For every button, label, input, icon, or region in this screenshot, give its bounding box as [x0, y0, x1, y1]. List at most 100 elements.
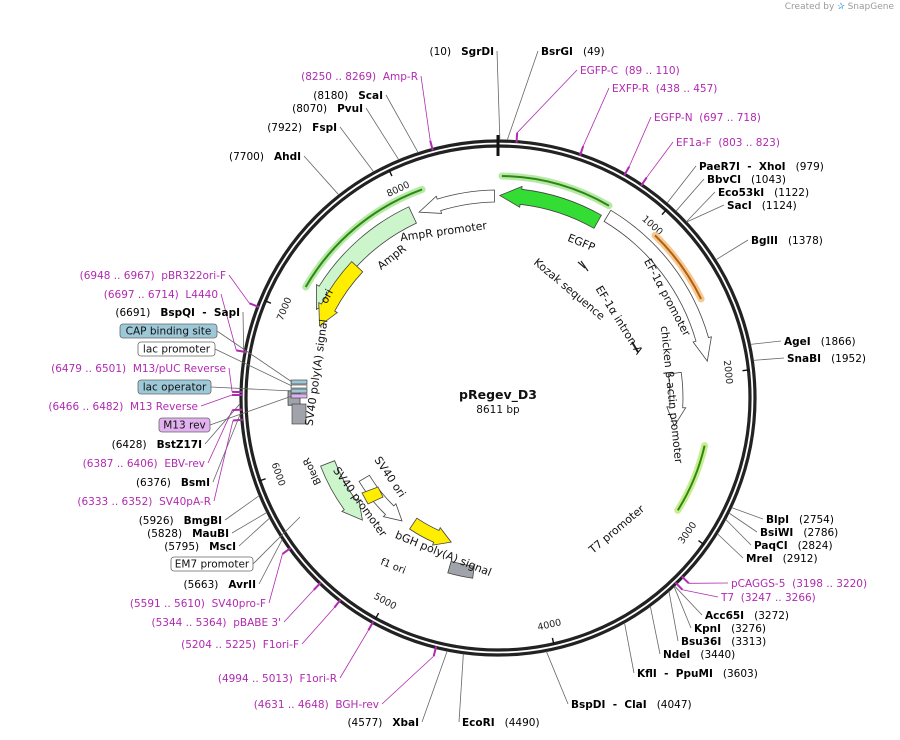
site-xbai[interactable]: (4577) XbaI — [347, 717, 419, 729]
site-paqci[interactable]: PaqCI (2824) — [754, 540, 833, 552]
site-kfli-ppumi[interactable]: KflI - PpuMI (3603) — [637, 668, 758, 680]
site-position: (1043) — [751, 174, 786, 186]
site-fspi[interactable]: (7922) FspI — [267, 122, 337, 134]
primer-name: L4440 — [185, 289, 218, 301]
primer-leader-pbr322ori-f — [228, 274, 250, 304]
primer-pbabe-3[interactable]: (5344 .. 5364) pBABE 3' — [152, 617, 281, 629]
primer-sv40pa-r[interactable]: (6333 .. 6352) SV40pA-R — [77, 496, 211, 508]
site-scai[interactable]: (8180) ScaI — [313, 90, 383, 102]
site-leader-maubi — [231, 512, 268, 534]
site-position: (2912) — [783, 553, 818, 565]
site-mrei[interactable]: MreI (2912) — [746, 553, 818, 565]
site-leader-xbai — [421, 650, 448, 723]
primer-exfp-r[interactable]: EXFP-R (438 .. 457) — [612, 83, 717, 95]
site-position: (6691) — [115, 307, 150, 319]
f1-ori-arrow — [409, 517, 452, 546]
brand-app-name: SnapGene — [847, 2, 894, 12]
primer-f1ori-r[interactable]: (4994 .. 5013) F1ori-R — [218, 673, 337, 685]
site-position: (3313) — [731, 636, 766, 648]
primer-sv40pro-f[interactable]: (5591 .. 5610) SV40pro-F — [130, 598, 266, 610]
primer-ef1a-f[interactable]: EF1a-F (803 .. 823) — [676, 137, 780, 149]
primer-name: EGFP-N — [654, 112, 693, 124]
site-leader-kpni — [673, 586, 692, 629]
primer-name: M13/pUC Reverse — [133, 363, 226, 375]
lac-operator-marker — [290, 388, 308, 394]
site-msci[interactable]: (5795) MscI — [164, 541, 236, 553]
site-ahdi[interactable]: (7700) AhdI — [229, 151, 301, 163]
primer-m13-puc-reverse[interactable]: (6479 .. 6501) M13/pUC Reverse — [51, 363, 226, 375]
site-name: ScaI — [358, 90, 383, 102]
box-lac-operator[interactable] — [137, 379, 212, 395]
tick-label-6000: 6000 — [269, 461, 287, 487]
feature-label-ori: ori — [318, 287, 336, 306]
site-leader-agei — [750, 340, 782, 345]
site-avrii[interactable]: (5663) AvrII — [183, 579, 256, 591]
tick-label-2000: 2000 — [721, 360, 735, 385]
primer-bgh-rev[interactable]: (4631 .. 4648) BGH-rev — [254, 699, 379, 711]
primer-amp-r[interactable]: (8250 .. 8269) Amp-R — [301, 71, 418, 83]
box-lac-promoter[interactable] — [137, 341, 216, 357]
primer-pbr322ori-f[interactable]: (6948 .. 6967) pBR322ori-F — [80, 270, 226, 282]
box-m13-rev[interactable] — [158, 417, 211, 433]
site-bsmi[interactable]: (6376) BsmI — [136, 477, 210, 489]
primer-mark-pbr322ori-f — [249, 302, 260, 308]
site-bstz17i[interactable]: (6428) BstZ17I — [112, 439, 202, 451]
primer-ebv-rev[interactable]: (6387 .. 6406) EBV-rev — [83, 458, 205, 470]
site-name: KpnI — [694, 623, 721, 635]
site-leader-ndei — [649, 606, 661, 655]
primer-egfp-n[interactable]: EGFP-N (697 .. 718) — [654, 112, 761, 124]
site-eco53ki[interactable]: Eco53kI (1122) — [718, 187, 809, 199]
cap-site-marker — [290, 379, 308, 385]
tick-8000 — [388, 169, 393, 177]
site-bmgbi[interactable]: (5926) BmgBI — [139, 515, 222, 527]
box-label-lac-promoter: lac promoter — [143, 344, 211, 356]
site-ecori[interactable]: EcoRI (4490) — [462, 717, 540, 729]
site-bspdi-clai[interactable]: BspDI - ClaI (4047) — [571, 699, 692, 711]
primer-f1ori-f[interactable]: (5204 .. 5225) F1ori-F — [181, 639, 299, 651]
tick-label-5000: 5000 — [372, 591, 398, 612]
site-bspqi-sapi[interactable]: (6691) BspQI - SapI — [115, 307, 240, 319]
site-position: (5663) — [183, 579, 218, 591]
site-snabi[interactable]: SnaBI (1952) — [787, 353, 866, 365]
primer-range: (6333 .. 6352) — [77, 496, 152, 508]
primer-leader-l4440 — [220, 293, 237, 351]
site-pvui[interactable]: (8070) PvuI — [292, 103, 363, 115]
site-bglii[interactable]: BglII (1378) — [751, 235, 823, 247]
box-em7-promoter[interactable] — [170, 556, 254, 572]
ori-arrow — [318, 261, 364, 327]
site-name: PaqCI — [754, 540, 788, 552]
ampr-promoter-arrow — [418, 189, 496, 214]
site-paer7i-xhoi[interactable]: PaeR7I - XhoI (979) — [699, 161, 824, 173]
site-agei[interactable]: AgeI (1866) — [784, 336, 856, 348]
site-bbvci[interactable]: BbvCI (1043) — [707, 174, 786, 186]
tick-3000 — [698, 540, 705, 546]
site-leader-bmgbi — [224, 495, 260, 521]
primer-name: T7 — [720, 592, 734, 604]
site-leader-bsrgi — [506, 50, 539, 141]
site-position: (6428) — [112, 439, 147, 451]
feature-label-f1-ori: f1 ori — [379, 557, 407, 577]
primer-m13-reverse[interactable]: (6466 .. 6482) M13 Reverse — [48, 401, 198, 413]
site-blpi[interactable]: BlpI (2754) — [766, 514, 834, 526]
center-title: pRegev_D3 8611 bp — [459, 387, 537, 416]
box-cap-binding-site[interactable] — [119, 323, 218, 339]
primer-egfp-c[interactable]: EGFP-C (89 .. 110) — [580, 65, 680, 77]
site-maubi[interactable]: (5828) MauBI — [147, 528, 229, 540]
primer-l4440[interactable]: (6697 .. 6714) L4440 — [104, 289, 218, 301]
site-acc65i[interactable]: Acc65I (3272) — [705, 610, 789, 622]
site-ndei[interactable]: NdeI (3440) — [663, 649, 735, 661]
site-bsu36i[interactable]: Bsu36I (3313) — [681, 636, 766, 648]
site-leader-paer7i-xhoi — [666, 165, 697, 204]
site-saci[interactable]: SacI (1124) — [727, 200, 797, 212]
site-kpni[interactable]: KpnI (3276) — [694, 623, 766, 635]
primer-t7[interactable]: T7 (3247 .. 3266) — [720, 592, 816, 604]
primer-name: pBABE 3' — [233, 617, 281, 629]
primer-pcaggs-5[interactable]: pCAGGS-5 (3198 .. 3220) — [731, 578, 867, 590]
site-name: XbaI — [392, 717, 419, 729]
site-bsrgi[interactable]: BsrGI (49) — [541, 46, 605, 58]
primer-range: (4994 .. 5013) — [218, 673, 293, 685]
primer-leader-sv40pro-f — [268, 553, 283, 604]
site-bsiwi[interactable]: BsiWI (2786) — [760, 527, 838, 539]
site-sgrdi[interactable]: (10) SgrDI — [430, 46, 494, 58]
primer-range: (6479 .. 6501) — [51, 363, 126, 375]
